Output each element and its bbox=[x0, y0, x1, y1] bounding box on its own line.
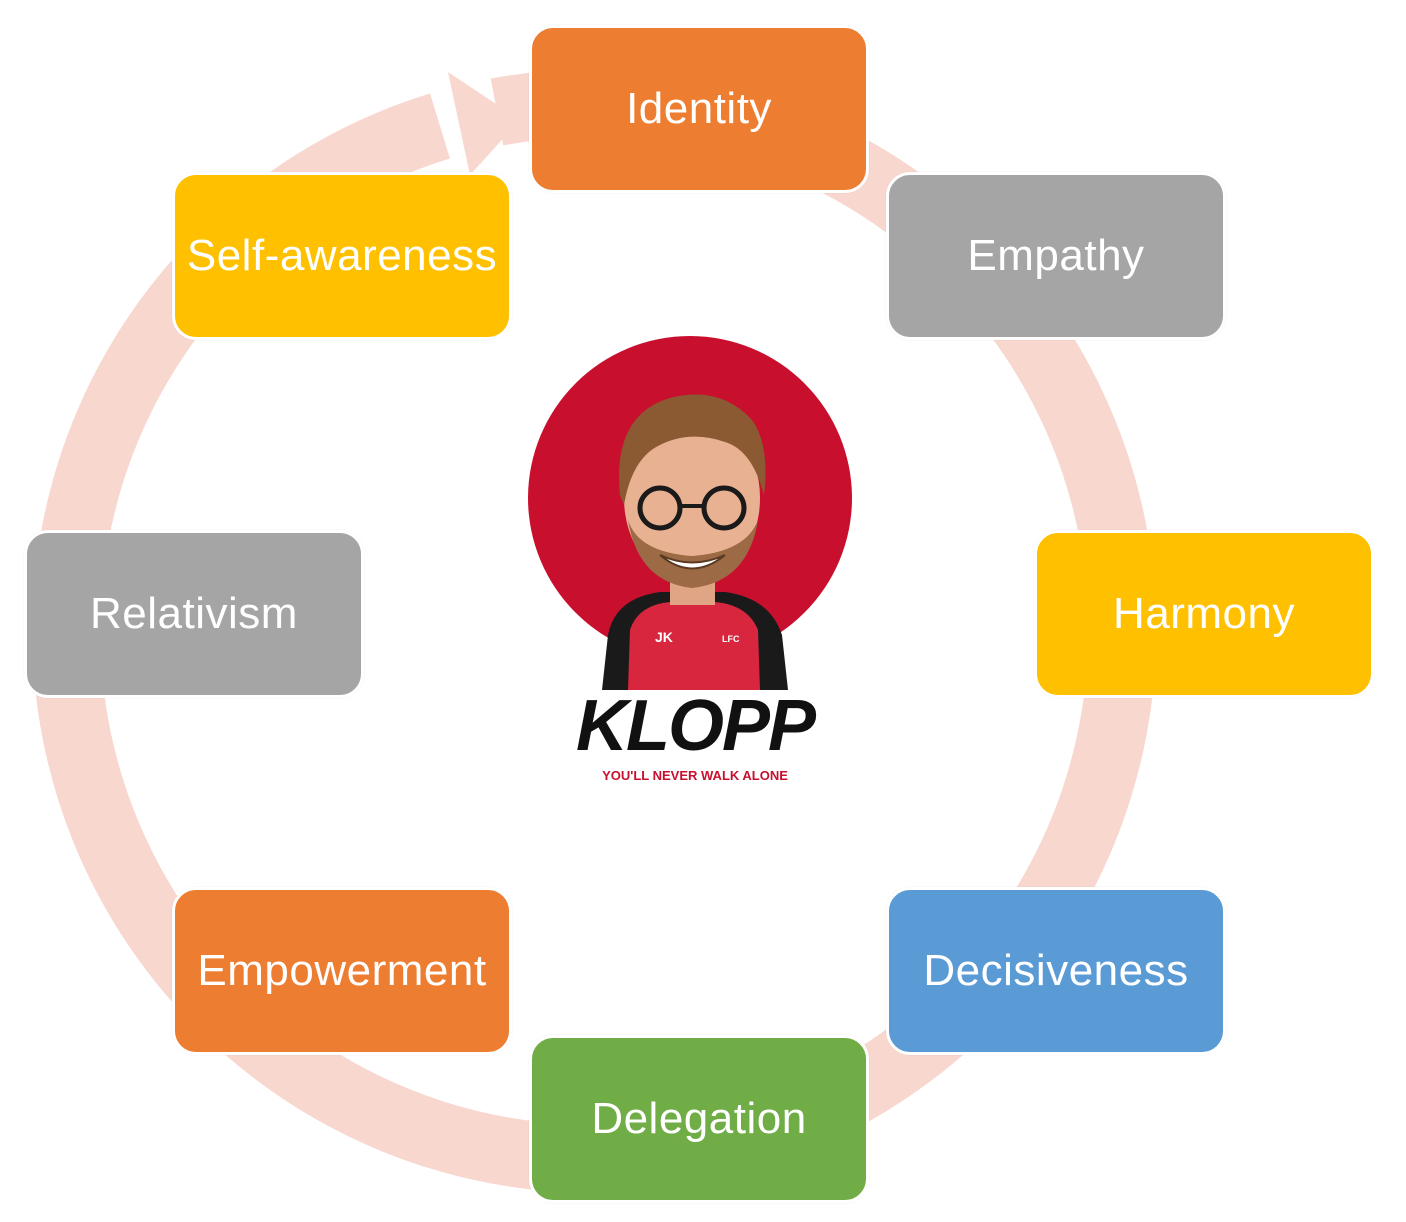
klopp-logo: JK LFC KLOPP YOU'LL NEVER WALK ALONE bbox=[528, 336, 852, 783]
node-empowerment: Empowerment bbox=[172, 887, 512, 1055]
node-delegation-label: Delegation bbox=[591, 1094, 807, 1143]
logo-head bbox=[624, 412, 760, 584]
logo-title: KLOPP bbox=[576, 686, 817, 766]
node-delegation: Delegation bbox=[529, 1035, 869, 1203]
cycle-arrowhead-icon bbox=[448, 72, 520, 175]
node-empathy-label: Empathy bbox=[967, 231, 1145, 280]
node-decisiveness: Decisiveness bbox=[886, 887, 1226, 1055]
node-self-awareness-label: Self-awareness bbox=[186, 231, 498, 280]
node-harmony: Harmony bbox=[1034, 530, 1374, 698]
node-identity: Identity bbox=[529, 25, 869, 193]
logo-shirt bbox=[628, 602, 760, 690]
node-self-awareness: Self-awareness bbox=[172, 172, 512, 340]
logo-initials: JK bbox=[655, 629, 673, 645]
node-decisiveness-label: Decisiveness bbox=[923, 946, 1189, 995]
node-empowerment-label: Empowerment bbox=[197, 946, 487, 995]
node-identity-label: Identity bbox=[626, 84, 772, 133]
logo-crest: LFC bbox=[722, 634, 740, 644]
node-relativism: Relativism bbox=[24, 530, 364, 698]
node-empathy: Empathy bbox=[886, 172, 1226, 340]
logo-smile bbox=[659, 554, 726, 570]
logo-hair bbox=[619, 394, 766, 505]
logo-tagline: YOU'LL NEVER WALK ALONE bbox=[602, 768, 788, 783]
node-relativism-label: Relativism bbox=[90, 589, 298, 638]
node-harmony-label: Harmony bbox=[1113, 589, 1295, 638]
logo-beard bbox=[628, 520, 758, 588]
